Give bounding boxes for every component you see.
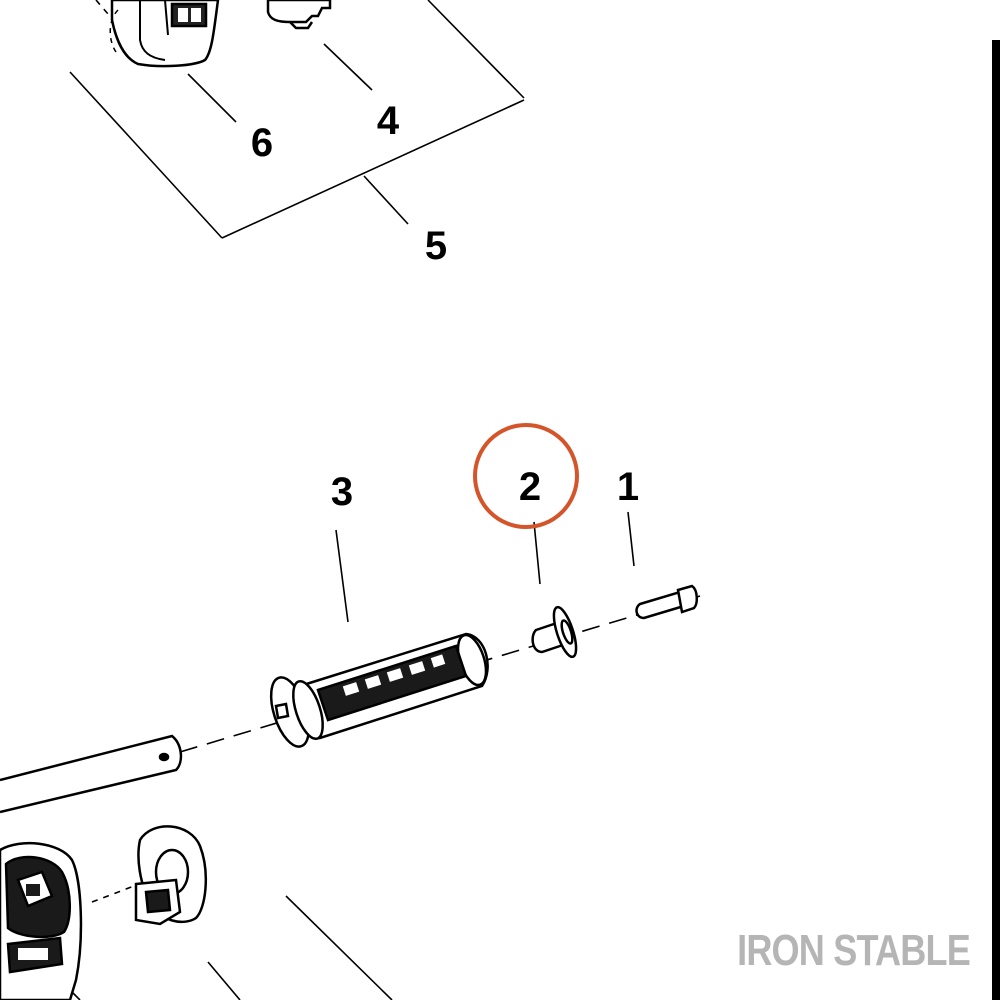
throttle-grip-part-3	[269, 632, 489, 748]
connector-plug-part-4	[266, 0, 332, 30]
callout-2: 2	[519, 465, 541, 509]
callout-1: 1	[617, 465, 639, 509]
switch-housing-part-6	[109, 0, 220, 68]
page-edge-rule	[992, 40, 1000, 1000]
bolt-part-1	[635, 584, 698, 620]
watermark-text: IRON STABLE	[737, 926, 971, 975]
left-switch-housing	[0, 841, 83, 1000]
mounting-bracket	[134, 825, 207, 926]
leader-lines-bottom	[71, 885, 393, 1000]
highlight-circle	[473, 423, 579, 529]
sleeve-part-2	[531, 605, 578, 659]
callout-3: 3	[331, 470, 353, 514]
axis-center-line	[179, 595, 701, 753]
leader-lines-top	[69, 0, 525, 239]
callout-4: 4	[377, 99, 400, 143]
leader-lines-middle	[335, 511, 635, 623]
handlebar-tube	[0, 734, 183, 814]
callout-5: 5	[425, 224, 447, 268]
callout-6: 6	[251, 121, 273, 165]
